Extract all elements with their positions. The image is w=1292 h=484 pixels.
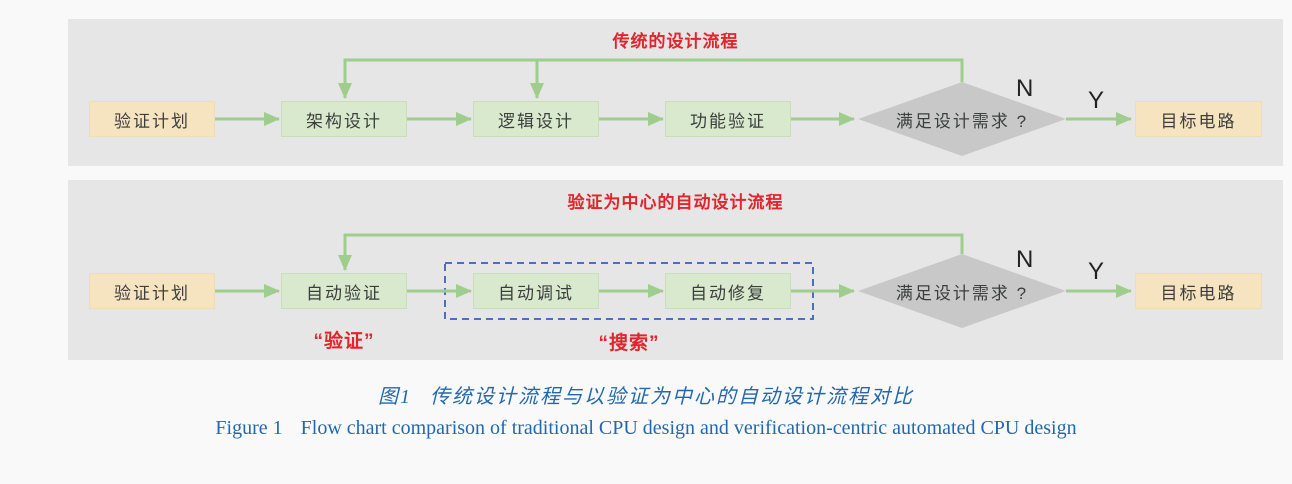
- node-auto-repair: 自动修复: [665, 273, 791, 309]
- node-auto-verification: 自动验证: [281, 273, 407, 309]
- branch-yes-label: Y: [1088, 87, 1105, 114]
- figure-caption-en-text: Flow chart comparison of traditional CPU…: [300, 417, 1077, 439]
- figure-caption-en: Figure 1 Flow chart comparison of traditi…: [0, 417, 1292, 440]
- feedback-line-to-arch: [338, 58, 964, 99]
- node-auto-debug: 自动调试: [473, 273, 599, 309]
- figure-caption-zh: 图1 传统设计流程与以验证为中心的自动设计流程对比: [0, 380, 1292, 409]
- verification-quote-label: “验证”: [313, 331, 375, 352]
- feedback-line-to-autoverify: [338, 233, 964, 271]
- branch-no-label: N: [1016, 75, 1034, 102]
- node-verification-plan: 验证计划: [89, 101, 215, 137]
- node-target-circuit: 目标电路: [1135, 273, 1262, 309]
- panel-traditional-flow: 传统的设计流程 验证计划 架构设计 逻辑设计 功能验证 满足设计需求 ? N Y…: [68, 19, 1283, 166]
- branch-no-label: N: [1016, 246, 1034, 273]
- decision-label: 满足设计需求 ?: [895, 111, 1029, 131]
- figure-number-en: Figure 1: [215, 417, 283, 439]
- node-architecture-design: 架构设计: [281, 101, 407, 137]
- search-quote-label: “搜索”: [598, 333, 660, 354]
- panel-title-automated: 验证为中心的自动设计流程: [567, 193, 784, 212]
- branch-yes-label: Y: [1088, 258, 1105, 285]
- node-functional-verification: 功能验证: [665, 101, 791, 137]
- decision-label: 满足设计需求 ?: [895, 283, 1029, 303]
- node-verification-plan: 验证计划: [89, 273, 215, 309]
- node-logic-design: 逻辑设计: [473, 101, 599, 137]
- panel-title-traditional: 传统的设计流程: [612, 32, 739, 51]
- node-target-circuit: 目标电路: [1135, 101, 1262, 137]
- figure-caption-zh-text: 传统设计流程与以验证为中心的自动设计流程对比: [430, 386, 914, 408]
- panel-automated-flow: 验证为中心的自动设计流程 验证计划 自动验证 自动调试 自动修复 满足设计需求 …: [68, 180, 1283, 360]
- figure-number-zh: 图1: [378, 386, 412, 408]
